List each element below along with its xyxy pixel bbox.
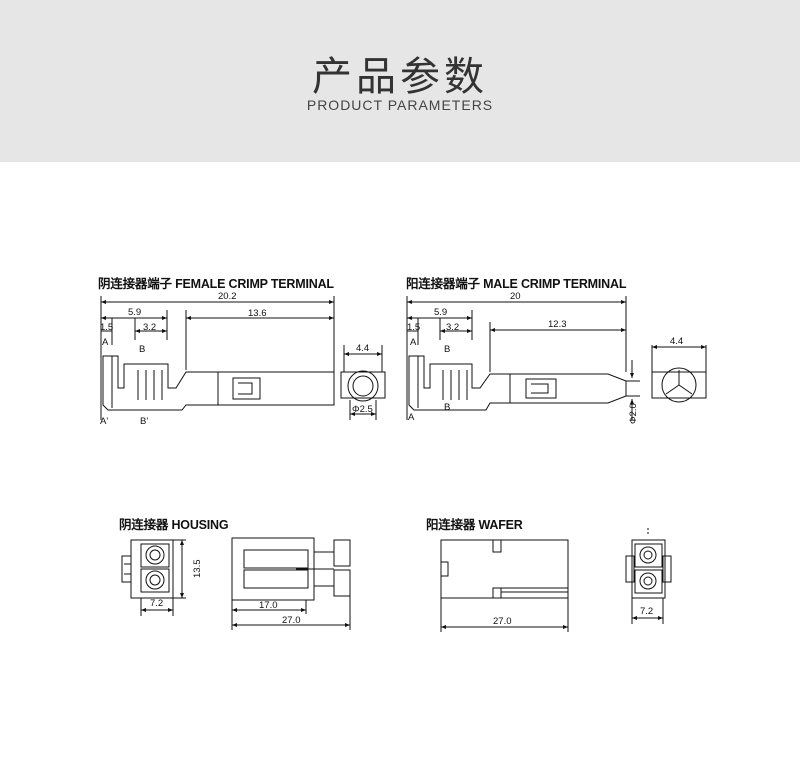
dim-wafer-width: 7.2 — [640, 606, 653, 617]
wafer-drawing — [440, 528, 672, 632]
page-subtitle: PRODUCT PARAMETERS — [306, 97, 494, 113]
dim-female-5-9: 5.9 — [128, 307, 141, 318]
dim-housing-width: 7.2 — [150, 598, 163, 609]
male-terminal-drawing — [406, 296, 707, 420]
dim-male-diameter: Φ2.0 — [628, 403, 639, 424]
dim-female-width: 4.4 — [356, 343, 369, 354]
label-female-a-prime: A' — [100, 416, 108, 427]
dim-female-3-2: 3.2 — [143, 322, 156, 333]
dim-housing-length-overall: 27.0 — [282, 615, 301, 626]
header-banner: 产品参数 PRODUCT PARAMETERS — [0, 0, 800, 162]
wafer-dims: 27.0 7.2 — [493, 606, 653, 627]
label-male-b: B — [444, 344, 450, 355]
wafer-label: 阳连接器 WAFER — [426, 518, 523, 532]
dim-female-1-5: 1.5 — [100, 322, 113, 333]
male-terminal-dims: 20 5.9 1.5 3.2 12.3 4.4 Φ2.0 A B A B — [407, 291, 683, 424]
male-terminal-label: 阳连接器端子 MALE CRIMP TERMINAL — [406, 277, 627, 291]
page-title: 产品参数 — [312, 54, 488, 100]
dim-male-5-9: 5.9 — [434, 307, 447, 318]
dim-housing-height: 13.5 — [192, 560, 203, 579]
dim-female-13-6: 13.6 — [248, 308, 267, 319]
label-male-b-lower: B — [444, 402, 450, 413]
housing-drawing — [121, 537, 351, 630]
dim-male-overall: 20 — [510, 291, 521, 302]
label-male-a-lower: A — [408, 412, 415, 423]
housing-label: 阴连接器 HOUSING — [119, 518, 229, 532]
dim-housing-length-inner: 17.0 — [259, 600, 278, 611]
female-terminal-label: 阴连接器端子 FEMALE CRIMP TERMINAL — [98, 277, 334, 291]
female-terminal-dims: 20.2 5.9 1.5 3.2 13.6 4.4 Φ2.5 A B A' B' — [100, 291, 373, 427]
female-terminal-drawing — [100, 296, 386, 420]
label-female-b: B — [139, 344, 145, 355]
dim-male-width: 4.4 — [670, 336, 683, 347]
label-female-b-prime: B' — [140, 416, 148, 427]
dim-male-1-5: 1.5 — [407, 322, 420, 333]
dim-male-3-2: 3.2 — [446, 322, 459, 333]
dim-wafer-length: 27.0 — [493, 616, 512, 627]
housing-dims: 7.2 13.5 17.0 27.0 — [150, 560, 301, 627]
dim-female-overall: 20.2 — [218, 291, 237, 302]
dim-male-12-3: 12.3 — [548, 319, 567, 330]
dim-female-diameter: Φ2.5 — [352, 404, 373, 415]
label-male-a: A — [410, 337, 417, 348]
label-female-a: A — [102, 337, 109, 348]
